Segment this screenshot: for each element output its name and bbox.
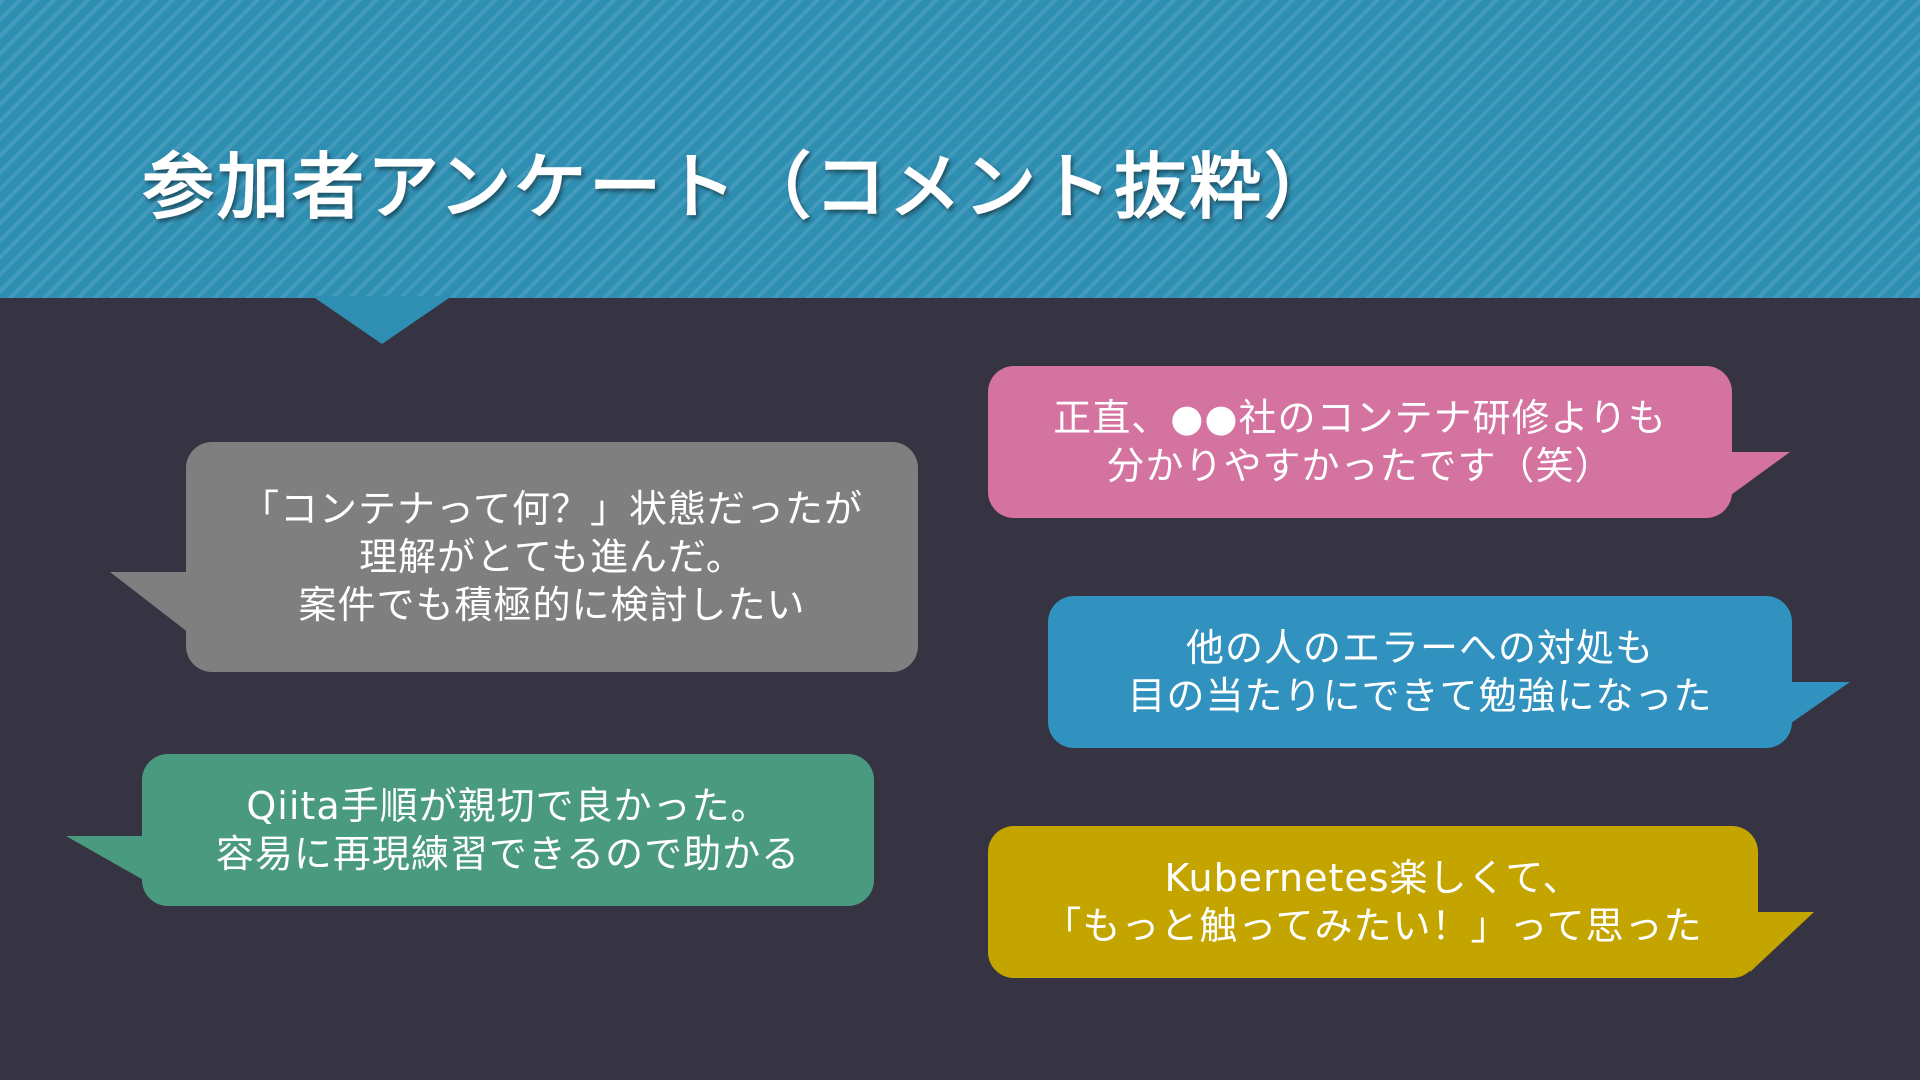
speech-bubble-tail-yellow [1750, 912, 1814, 972]
speech-bubble-green: Qiita手順が親切で良かった。 容易に再現練習できるので助かる [142, 754, 874, 906]
comment-text: Kubernetes楽しくて、 「もっと触ってみたい！」って思った [1043, 856, 1703, 948]
speech-bubble-tail-pink [1724, 452, 1790, 500]
comment-text: Qiita手順が親切で良かった。 容易に再現練習できるので助かる [215, 784, 801, 876]
speech-bubble-gray: 「コンテナって何？」状態だったが 理解がとても進んだ。 案件でも積極的に検討した… [186, 442, 918, 672]
comment-text: 他の人のエラーへの対処も 目の当たりにできて勉強になった [1127, 626, 1713, 718]
speech-bubble-yellow: Kubernetes楽しくて、 「もっと触ってみたい！」って思った [988, 826, 1758, 978]
speech-bubble-blue: 他の人のエラーへの対処も 目の当たりにできて勉強になった [1048, 596, 1792, 748]
speech-bubble-pink: 正直、●●社のコンテナ研修よりも 分かりやすかったです（笑） [988, 366, 1732, 518]
comment-text: 「コンテナって何？」状態だったが 理解がとても進んだ。 案件でも積極的に検討した… [240, 487, 864, 627]
speech-bubble-tail-green [66, 836, 154, 886]
comment-text: 正直、●●社のコンテナ研修よりも 分かりやすかったです（笑） [1053, 396, 1667, 488]
page-title: 参加者アンケート（コメント抜粋） [142, 145, 1340, 229]
speech-bubble-tail-gray [110, 572, 198, 640]
speech-bubble-tail-blue [1784, 682, 1850, 728]
header-banner [0, 0, 1920, 298]
header-pointer [312, 296, 452, 344]
